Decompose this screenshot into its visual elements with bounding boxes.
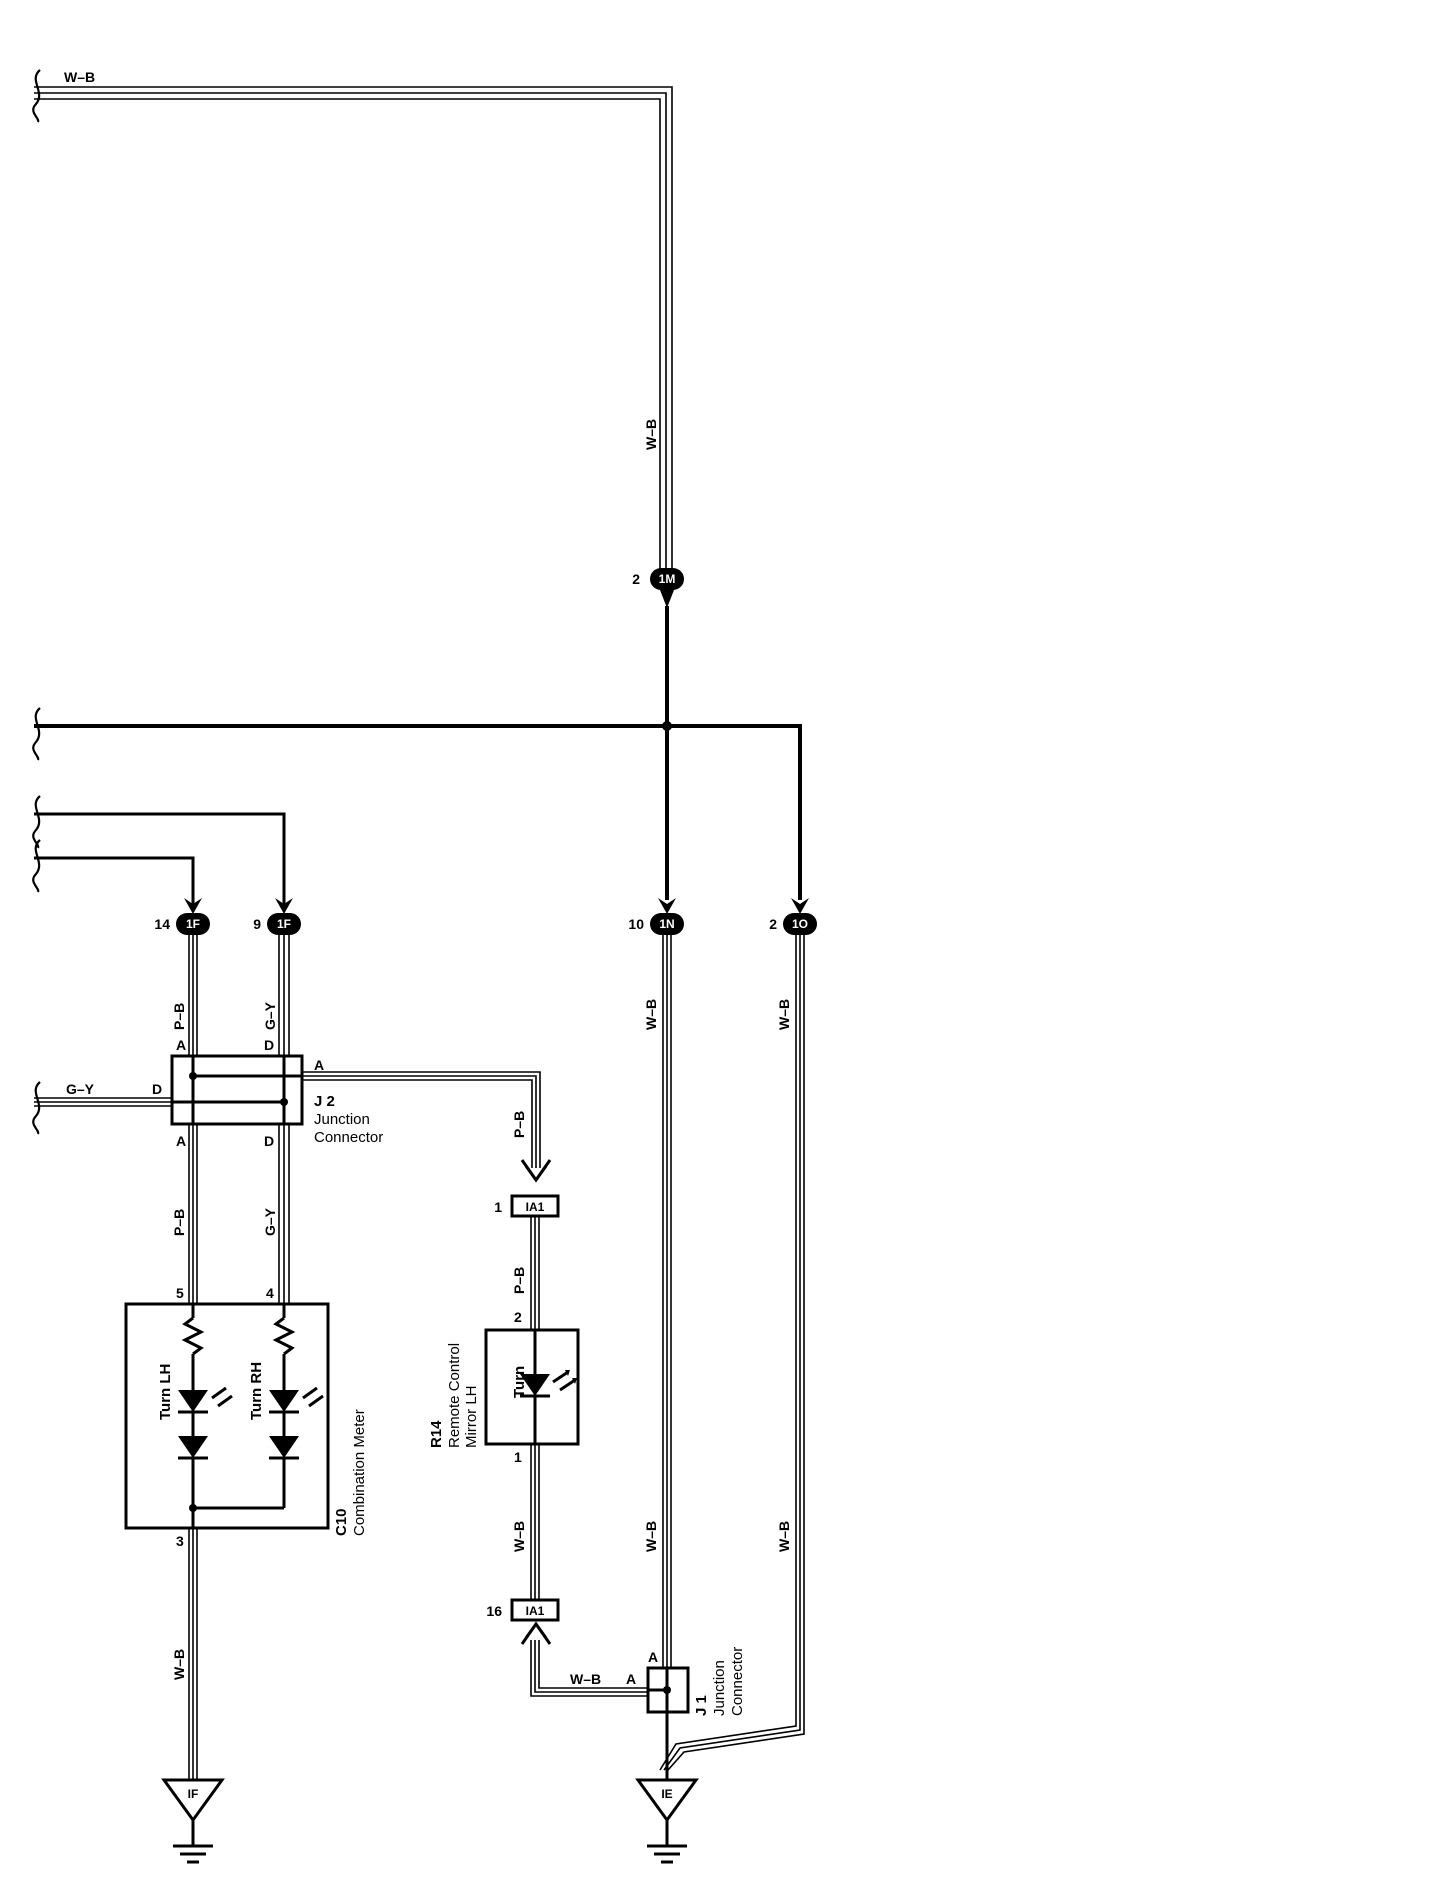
connector-ia1-1-code: IA1 (526, 1200, 545, 1214)
wire-wb-top (34, 86, 673, 570)
j2-pin-d-top: D (264, 1037, 274, 1053)
j1-name-line1: Junction (711, 1660, 728, 1716)
wire-label-pb-upper: P–B (171, 1003, 187, 1030)
r14-name-line2: Mirror LH (463, 1386, 480, 1449)
wire-pb-r14-mid (530, 1216, 540, 1330)
wire-wb-1o (659, 935, 805, 1771)
junction-connector-j1 (646, 1666, 690, 1714)
c10-turn-lh: Turn LH (157, 1364, 174, 1420)
connector-1o: 1O (783, 913, 817, 935)
wire-break-bus (32, 707, 41, 761)
connector-ia1-16-code: IA1 (526, 1604, 545, 1618)
ground-ie-label: IE (661, 1787, 672, 1801)
wire-wb-r14-out (530, 1444, 540, 1600)
connector-1m-pin: 2 (632, 571, 640, 587)
c10-pin-5: 5 (176, 1285, 184, 1301)
wire-pb-lower (188, 1124, 198, 1304)
wire-label-gy-lower: G–Y (262, 1207, 278, 1236)
wire-label-wb-1o-upper: W–B (776, 999, 792, 1030)
connector-1n: 1N (650, 913, 684, 935)
wire-label-gy-upper: G–Y (262, 1001, 278, 1030)
wire-wb-c10-out (188, 1528, 198, 1780)
j2-pin-a-right: A (314, 1057, 324, 1073)
wire-label-wb-c10-out: W–B (171, 1649, 187, 1680)
wire-label-top-vertical: W–B (643, 419, 659, 450)
j1-id: J 1 (693, 1695, 710, 1716)
connector-1f-9: 1F (267, 913, 301, 935)
connector-1f-14: 1F (176, 913, 210, 935)
wire-break-1f-14 (32, 839, 41, 893)
wire-pb-r14-in (302, 1071, 541, 1168)
connector-1m-code: 1M (659, 572, 676, 586)
j2-name-line2: Connector (314, 1129, 383, 1146)
c10-id: C10 (333, 1508, 350, 1536)
c10-pin-4: 4 (266, 1285, 274, 1301)
arrow-ia1-bottom (520, 1621, 552, 1645)
j2-pin-a-bottom: A (176, 1133, 186, 1149)
ground-if-label: IF (188, 1787, 199, 1801)
wire-1f-feeds (34, 812, 286, 905)
r14-id: R14 (428, 1420, 445, 1448)
j1-name-line2: Connector (729, 1647, 746, 1716)
j2-name-line1: Junction (314, 1111, 370, 1128)
c10-pin-3: 3 (176, 1533, 184, 1549)
connector-arrows (184, 898, 809, 914)
connector-1f-14-code: 1F (186, 917, 200, 931)
r14-pin-1: 1 (514, 1449, 522, 1465)
r14-pin-2: 2 (514, 1309, 522, 1325)
wire-gy-lower (278, 1124, 290, 1304)
wire-label-wb-1o-lower: W–B (776, 1521, 792, 1552)
ground-if: IF (161, 1778, 225, 1864)
connector-1f-9-pin: 9 (253, 916, 261, 932)
wire-gy-left (34, 1097, 172, 1107)
j1-pin-a-left: A (626, 1671, 636, 1687)
connector-ia1-1: IA1 (510, 1194, 560, 1218)
wire-label-pb-r14-in: P–B (511, 1111, 527, 1138)
wire-gy-upper (278, 935, 290, 1056)
wire-pb-upper (188, 935, 198, 1056)
wire-label-wb-j1-in: W–B (570, 1671, 601, 1687)
wire-label-wb-1n-lower: W–B (643, 1521, 659, 1552)
component-r14 (484, 1328, 580, 1446)
wire-break-gy-left (32, 1081, 41, 1135)
wire-label-gy-left: G–Y (66, 1081, 95, 1097)
connector-ia1-1-pin: 1 (494, 1199, 502, 1215)
connector-1n-pin: 10 (628, 916, 644, 932)
connector-1o-pin: 2 (769, 916, 777, 932)
connector-ia1-16-pin: 16 (486, 1603, 502, 1619)
j2-pin-d-bottom: D (264, 1133, 274, 1149)
wire-label-pb-r14-mid: P–B (511, 1267, 527, 1294)
wire-wb-1n (662, 935, 672, 1668)
wire-wb-j1-in (530, 1640, 648, 1697)
connector-ia1-16: IA1 (510, 1598, 560, 1622)
component-c10 (124, 1302, 330, 1530)
wire-label-wb-1n-upper: W–B (643, 999, 659, 1030)
wire-label-wb-r14-out: W–B (511, 1521, 527, 1552)
connector-1f-14-pin: 14 (154, 916, 170, 932)
connector-1n-code: 1N (659, 917, 674, 931)
junction-connector-j2 (170, 1054, 304, 1126)
wire-break-top (32, 69, 41, 123)
wire-label-top-wb: W–B (64, 69, 95, 85)
wire-ground-bus (34, 606, 802, 900)
ground-ie: IE (635, 1778, 699, 1864)
j2-id: J 2 (314, 1093, 335, 1110)
r14-name-line1: Remote Control (446, 1343, 463, 1448)
splice-bus (662, 721, 672, 731)
wire-label-pb-lower: P–B (171, 1209, 187, 1236)
connector-1m: 1M (650, 568, 684, 608)
j2-pin-d-left: D (152, 1081, 162, 1097)
r14-turn-label: Turn (511, 1366, 528, 1398)
c10-name: Combination Meter (351, 1409, 368, 1536)
arrow-ia1-top (520, 1159, 552, 1183)
j1-pin-a-top: A (648, 1649, 658, 1665)
connector-1f-9-code: 1F (277, 917, 291, 931)
j2-pin-a-top: A (176, 1037, 186, 1053)
connector-1o-code: 1O (792, 917, 808, 931)
c10-turn-rh: Turn RH (248, 1362, 265, 1420)
